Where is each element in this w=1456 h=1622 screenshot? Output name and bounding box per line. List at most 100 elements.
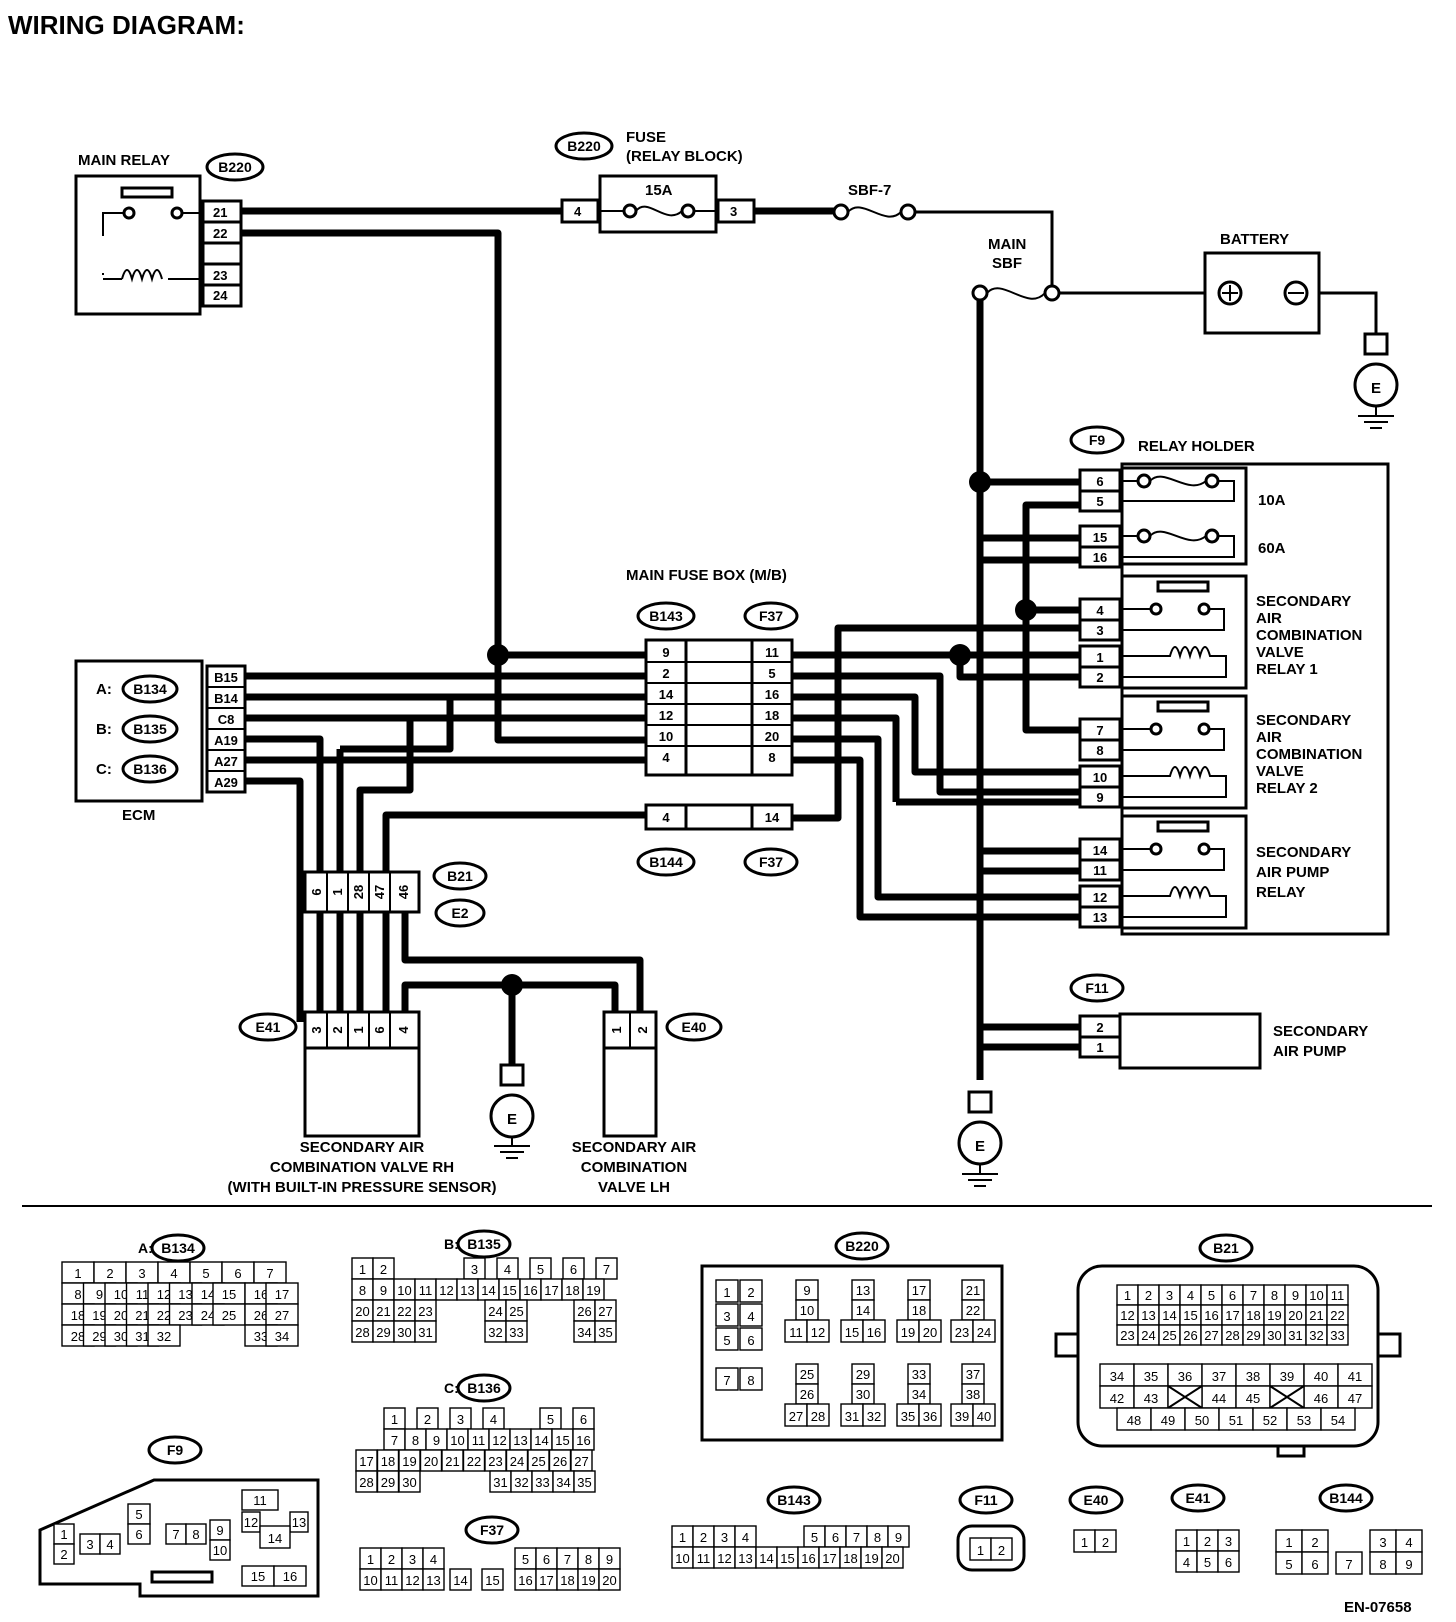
- main-relay-label: MAIN RELAY: [78, 152, 170, 169]
- b220-cell-5: 5: [723, 1333, 730, 1348]
- ecm-b134-id: B134: [133, 681, 167, 697]
- f37-view-tag: F37: [464, 1515, 520, 1545]
- b134-cell-17: 17: [275, 1287, 289, 1302]
- b136-cell-25: 25: [531, 1454, 545, 1469]
- pump-relay-label-3: RELAY: [1256, 884, 1305, 901]
- b143-cell-18: 18: [843, 1551, 857, 1566]
- valve-lh: 1 2 E40 SECONDARY AIR COMBINATION VALVE …: [572, 1010, 723, 1196]
- b220-cell-34: 34: [912, 1387, 926, 1402]
- f9-cell-13: 13: [292, 1515, 306, 1530]
- b21-cell-8: 8: [1271, 1288, 1278, 1303]
- b136-cell-22: 22: [467, 1454, 481, 1469]
- valve-lh-label-2: COMBINATION: [581, 1159, 687, 1176]
- b136-cell-21: 21: [445, 1454, 459, 1469]
- b135-cell-24: 24: [488, 1304, 502, 1319]
- b220-cell-38: 38: [966, 1387, 980, 1402]
- b220-cell-22: 22: [966, 1303, 980, 1318]
- main-relay-pin-21: 21: [213, 205, 227, 220]
- b220-cell-29: 29: [856, 1367, 870, 1382]
- relay-holder-label: RELAY HOLDER: [1138, 438, 1255, 455]
- b135-cell-16: 16: [523, 1283, 537, 1298]
- b21-connector-id: B21: [447, 868, 473, 884]
- b134-cell-16: 16: [254, 1287, 268, 1302]
- e41-pin-4: 4: [396, 1026, 411, 1034]
- b21-cell-42: 42: [1110, 1391, 1124, 1406]
- e40-pin-1: 1: [609, 1026, 624, 1033]
- b134-cell-21: 21: [135, 1308, 149, 1323]
- b220-cell-3: 3: [723, 1309, 730, 1324]
- b143-cell-3: 3: [721, 1530, 728, 1545]
- fuse-connector-id: B220: [567, 138, 601, 154]
- b144-connector-id: B144: [649, 854, 683, 870]
- f9-cell-10: 10: [213, 1543, 227, 1558]
- b220-cell-9: 9: [803, 1283, 810, 1298]
- b144-cell-1: 1: [1285, 1535, 1292, 1550]
- b21-cell-50: 50: [1195, 1413, 1209, 1428]
- fuse-relay-block: B220 FUSE (RELAY BLOCK) 15A 4 3: [554, 129, 756, 234]
- ecm-pin-a29: A29: [214, 775, 238, 790]
- b143-cell-1: 1: [679, 1530, 686, 1545]
- relay-holder-pin-3: 3: [1096, 623, 1103, 638]
- f37-cell-6: 6: [543, 1552, 550, 1567]
- ground-pump-label: E: [975, 1138, 985, 1155]
- b21-cell-45: 45: [1246, 1391, 1260, 1406]
- b220-cell-27: 27: [789, 1409, 803, 1424]
- main-relay-pin-24: 24: [213, 288, 228, 303]
- ground-battery: E: [1353, 332, 1399, 429]
- relay-holder-pin-12: 12: [1093, 890, 1107, 905]
- fuse-pin-4: 4: [574, 204, 582, 219]
- f37-cell-18: 18: [560, 1573, 574, 1588]
- secondary-air-pump: F11 2 1 SECONDARY AIR PUMP: [1069, 973, 1368, 1070]
- b220-cell-24: 24: [977, 1325, 991, 1340]
- valve-rh-label-2: COMBINATION VALVE RH: [270, 1159, 454, 1176]
- b21-cell-20: 20: [1288, 1308, 1302, 1323]
- b143-cell-20: 20: [885, 1551, 899, 1566]
- b21-cell-49: 49: [1161, 1413, 1175, 1428]
- f9-view-id: F9: [167, 1442, 184, 1458]
- b135-cell-7: 7: [603, 1262, 610, 1277]
- b134-cell-32: 32: [157, 1329, 171, 1344]
- relay1-label-3: COMBINATION: [1256, 627, 1362, 644]
- b21-cell-40: 40: [1314, 1369, 1328, 1384]
- b135-cell-19: 19: [586, 1283, 600, 1298]
- wire-f37-5: [792, 672, 1080, 796]
- b21-cell-19: 19: [1267, 1308, 1281, 1323]
- f37-pin-20: 20: [765, 729, 779, 744]
- f9-cell-9: 9: [216, 1523, 223, 1538]
- b135-cell-1: 1: [359, 1262, 366, 1277]
- ecm-b135-id: B135: [133, 721, 167, 737]
- b135-cell-21: 21: [376, 1304, 390, 1319]
- b136-cell-12: 12: [492, 1433, 506, 1448]
- wire-ecm-b15-down: [250, 676, 340, 1022]
- b134-cell-8: 8: [74, 1287, 81, 1302]
- b21-cell-28: 28: [1225, 1328, 1239, 1343]
- valve-lh-label-1: SECONDARY AIR: [572, 1139, 697, 1156]
- b134-cell-20: 20: [114, 1308, 128, 1323]
- ecm-pin-b14: B14: [214, 691, 239, 706]
- f37-cell-7: 7: [564, 1552, 571, 1567]
- fuse-pin-3: 3: [730, 204, 737, 219]
- b21-cell-41: 41: [1348, 1369, 1362, 1384]
- b134-cell-26: 26: [254, 1308, 268, 1323]
- b21-cell-46: 46: [1314, 1391, 1328, 1406]
- b21-cell-51: 51: [1229, 1413, 1243, 1428]
- b134-view-tag: A:B134: [138, 1233, 206, 1263]
- b134-view-id: B134: [161, 1240, 195, 1256]
- b143-cell-6: 6: [832, 1530, 839, 1545]
- ground-pump: E: [957, 1090, 1003, 1187]
- b143-cell-17: 17: [822, 1551, 836, 1566]
- b143-view-tag: B143: [766, 1485, 822, 1515]
- b136-cell-27: 27: [574, 1454, 588, 1469]
- b135-cell-31: 31: [418, 1325, 432, 1340]
- b136-cell-8: 8: [412, 1433, 419, 1448]
- b220-cell-21: 21: [966, 1283, 980, 1298]
- b21-cell-21: 21: [1309, 1308, 1323, 1323]
- b135-cell-11: 11: [419, 1283, 433, 1298]
- b136-cell-4: 4: [490, 1412, 497, 1427]
- wire-f37-14: [792, 624, 1080, 822]
- b21-cell-7: 7: [1250, 1288, 1257, 1303]
- wire-sbf7-to-main-sbf: [915, 210, 1054, 286]
- b136-cell-3: 3: [457, 1412, 464, 1427]
- f11-pin-2: 2: [1096, 1020, 1103, 1035]
- f37-cell-16: 16: [518, 1573, 532, 1588]
